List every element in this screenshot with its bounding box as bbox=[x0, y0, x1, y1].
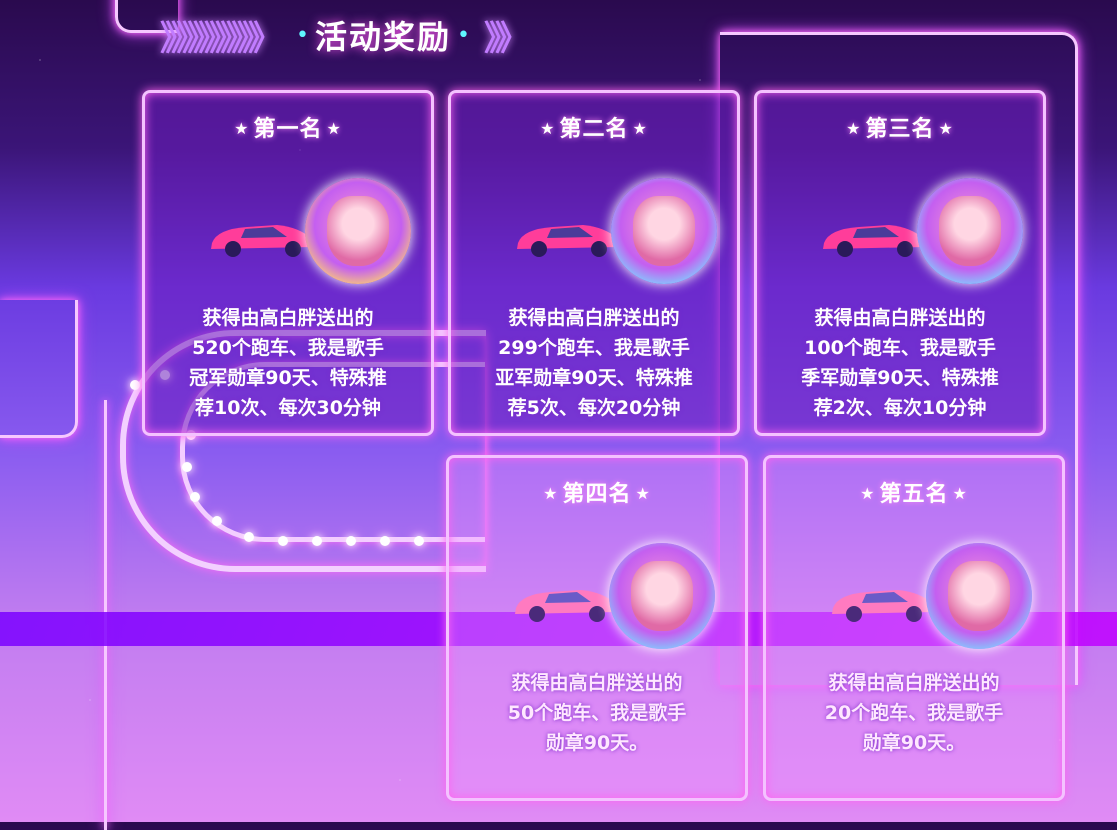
star-icon: ★ bbox=[635, 484, 651, 503]
medal-icon bbox=[609, 543, 715, 649]
gold-medal-icon bbox=[305, 178, 411, 284]
star-icon: ★ bbox=[938, 119, 954, 138]
star-icon: ★ bbox=[234, 119, 250, 138]
medal-icon bbox=[917, 178, 1023, 284]
section-header: 》》》》》》》》》 • 活动奖励 • 》》 bbox=[160, 10, 529, 60]
medal-icon bbox=[611, 178, 717, 284]
star-icon: ★ bbox=[326, 119, 342, 138]
sports-car-icon bbox=[517, 225, 619, 257]
dot-icon: • bbox=[457, 22, 470, 48]
star-icon: ★ bbox=[860, 484, 876, 503]
sports-car-icon bbox=[211, 225, 313, 257]
star-icon: ★ bbox=[543, 484, 559, 503]
rank-title: ★第二名★ bbox=[540, 117, 648, 142]
neon-track-left bbox=[0, 300, 78, 438]
star-icon: ★ bbox=[952, 484, 968, 503]
page-title: 活动奖励 bbox=[314, 18, 451, 56]
sports-car-icon bbox=[823, 225, 925, 257]
rank-title: ★第四名★ bbox=[543, 482, 651, 507]
star-icon: ★ bbox=[540, 119, 556, 138]
sports-car-icon bbox=[832, 590, 934, 622]
chevron-right-icon: 》》 bbox=[483, 18, 529, 59]
star-icon: ★ bbox=[632, 119, 648, 138]
rank-title: ★第五名★ bbox=[860, 482, 968, 507]
title-wrap: • 活动奖励 • bbox=[290, 12, 476, 58]
rank-title: ★第三名★ bbox=[846, 117, 954, 142]
dot-icon: • bbox=[296, 22, 309, 48]
medal-icon bbox=[926, 543, 1032, 649]
star-icon: ★ bbox=[846, 119, 862, 138]
rank-title: ★第一名★ bbox=[234, 117, 342, 142]
sports-car-icon bbox=[515, 590, 617, 622]
chevron-right-icon: 》》》》》》》》》 bbox=[160, 18, 282, 59]
